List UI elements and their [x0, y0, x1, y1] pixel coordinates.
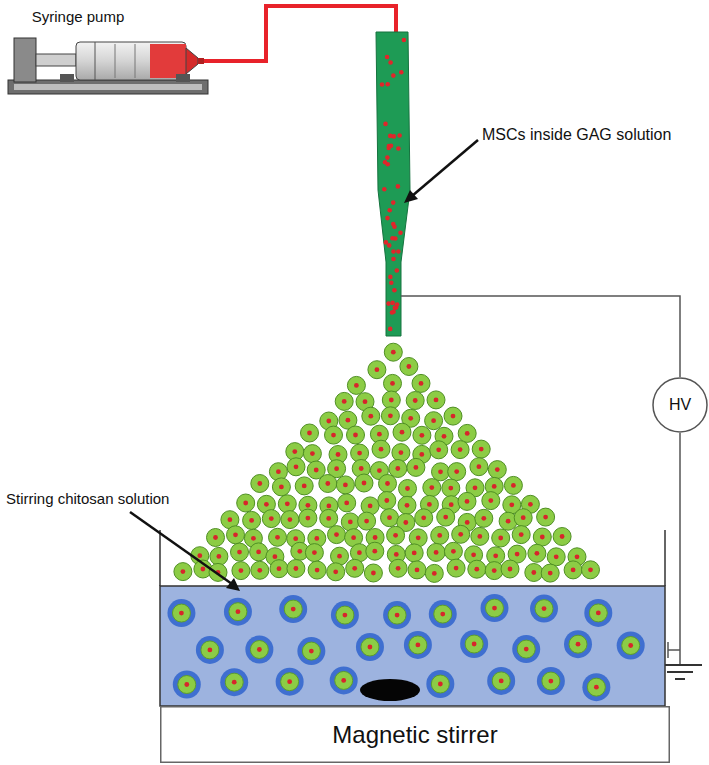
hv-source: HV [652, 377, 708, 433]
wire [679, 433, 681, 664]
stir-bar [360, 679, 420, 701]
wire [401, 296, 680, 377]
syringe-pump [8, 38, 208, 94]
callout-label: MSCs inside GAG solution [482, 126, 671, 144]
tube [204, 6, 396, 61]
node-text: Magnetic stirrer [332, 721, 497, 749]
callout-label: Stirring chitosan solution [6, 490, 169, 507]
component-label: Syringe pump [32, 8, 125, 25]
nozzle [376, 32, 410, 336]
node-text: HV [669, 396, 691, 414]
stirrer-box: Magnetic stirrer [160, 706, 670, 763]
chitosan-solution [160, 586, 665, 706]
